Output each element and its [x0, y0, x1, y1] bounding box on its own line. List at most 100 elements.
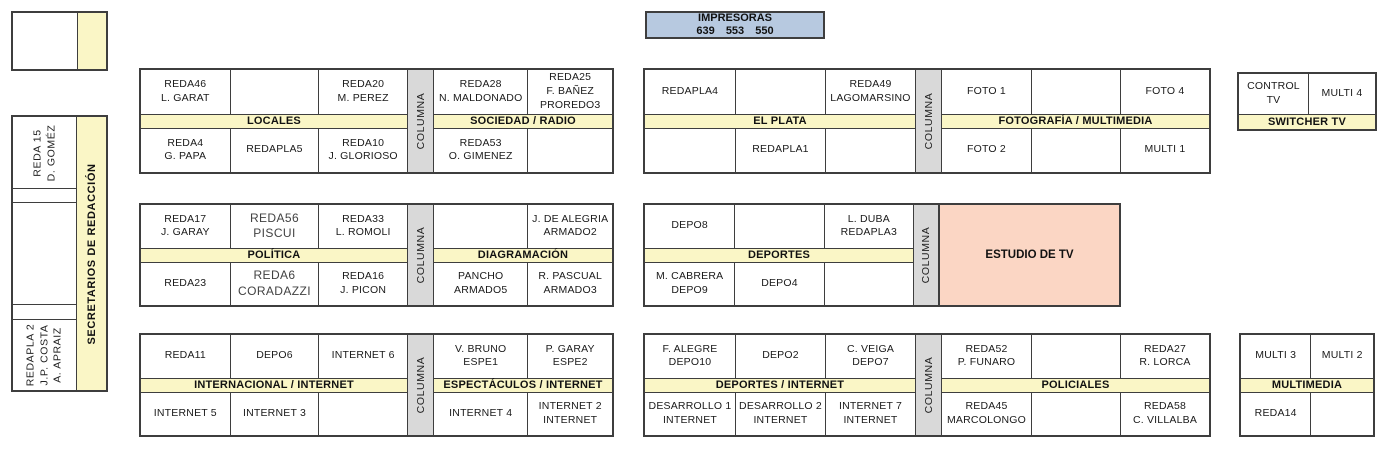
section-band: POLICIALES — [942, 377, 1209, 393]
desk-cell: FOTO 1 — [942, 70, 1031, 114]
desk-cell-line: ARMADO2 — [543, 226, 597, 239]
desk-cell-line: FOTO 1 — [967, 84, 1006, 97]
desk-cell-line: N. MALDONADO — [438, 91, 523, 104]
desk-cell: MULTI 1 — [1120, 128, 1209, 172]
desk-cell-line: M. CABRERA — [655, 270, 724, 283]
desk-cell-line: INTERNET 4 — [449, 406, 513, 419]
desk-cell — [229, 70, 319, 114]
section-band: FOTOGRAFÍA / MULTIMEDIA — [942, 113, 1209, 129]
desk-cell-line: F. BAÑEZ — [546, 84, 595, 97]
desk-cell — [1031, 392, 1120, 435]
desk-cell: REDAPLA1 — [735, 128, 825, 172]
desk-cell — [735, 70, 825, 114]
section-band: DEPORTES / INTERNET — [645, 377, 915, 393]
desk-cell — [1031, 70, 1120, 114]
desk-cell-line: V. BRUNO — [455, 342, 507, 355]
section-band: DEPORTES — [645, 247, 913, 263]
desk-cell — [434, 205, 528, 248]
columna-label: COLUMNA — [922, 356, 935, 414]
desk-cell: FOTO 2 — [942, 128, 1031, 172]
desk-cell-line: REDA27 — [1143, 342, 1187, 355]
desk-cell: REDAPLA5 — [229, 128, 319, 172]
desk-cell: REDA14 — [1241, 392, 1311, 435]
desk-cell-line: REDA11 — [164, 349, 206, 362]
small-room-area — [13, 13, 78, 69]
desk-cell — [825, 128, 915, 172]
desk-cell-line: REDA28 — [459, 78, 502, 91]
desk-section: REDA11 DEPO6 INTERNET 6 INTERNACIONAL / INT… — [141, 335, 407, 435]
columna-strip: COLUMNA — [407, 70, 434, 172]
desk-cell-line: MULTI 3 — [1255, 349, 1297, 362]
desk-cell-line: C. VILLALBA — [1132, 413, 1198, 426]
desk-cell: DEPO8 — [645, 205, 735, 248]
columna-label: COLUMNA — [414, 356, 427, 414]
desk-cell — [734, 205, 824, 248]
desk-cell: FOTO 4 — [1120, 70, 1209, 114]
desk-cell-line: REDA23 — [164, 276, 207, 289]
desk-cell — [1031, 335, 1120, 378]
desk-cell: INTERNET 3 — [229, 392, 319, 435]
desk-cell-line: INTERNET — [753, 413, 808, 426]
section-band: SWITCHER TV — [1239, 114, 1375, 129]
desk-cell-line: ESPE2 — [552, 356, 588, 369]
desk-cell — [823, 262, 913, 305]
desk-cell-line: DEPO6 — [256, 349, 293, 362]
desk-cell-line: R. PASCUAL — [538, 270, 603, 283]
desk-cell: MULTI 3 — [1241, 335, 1311, 378]
desk-cell-line: INTERNET 6 — [331, 349, 395, 362]
desk-cell-line: ESPE1 — [463, 356, 499, 369]
desk-cell-line: DEPO4 — [761, 276, 798, 289]
columna-strip: COLUMNA — [913, 205, 939, 305]
desk-cell: MULTI 4 — [1307, 74, 1375, 114]
desk-cell-line: REDA17 — [164, 212, 207, 225]
desk-cell-line: DEPO8 — [671, 219, 708, 232]
desk-cell-line: R. LORCA — [1139, 356, 1191, 369]
desk-cell-line: INTERNET — [662, 413, 718, 426]
desk-cell: DEPO6 — [229, 335, 319, 378]
desk-cell-line: DESARROLLO 2 — [739, 400, 822, 413]
desk-cell-line: PISCUI — [253, 226, 296, 241]
section-band: EL PLATA — [645, 113, 915, 129]
desk-cell-line: REDA16 — [342, 270, 385, 283]
desk-cell-line: MULTI 4 — [1321, 87, 1363, 100]
desk-cell-line: G. PAPA — [164, 150, 207, 163]
columna-label: COLUMNA — [920, 226, 932, 284]
desk-cell-line: L. ROMOLI — [335, 226, 391, 239]
desk-cell: MULTI 2 — [1310, 335, 1373, 378]
desk-cell — [1031, 128, 1120, 172]
section-band: INTERNACIONAL / INTERNET — [141, 377, 407, 393]
desk-cell-line: P. GARAY — [545, 342, 595, 355]
sidebar-desk-cell — [13, 305, 76, 320]
desk-cell-line: REDA25 — [549, 71, 592, 84]
desk-cell-line: REDA45 — [965, 400, 1008, 413]
desk-cell-line: REDA10 — [342, 136, 385, 149]
desk-cell-line: INTERNET — [843, 413, 898, 426]
